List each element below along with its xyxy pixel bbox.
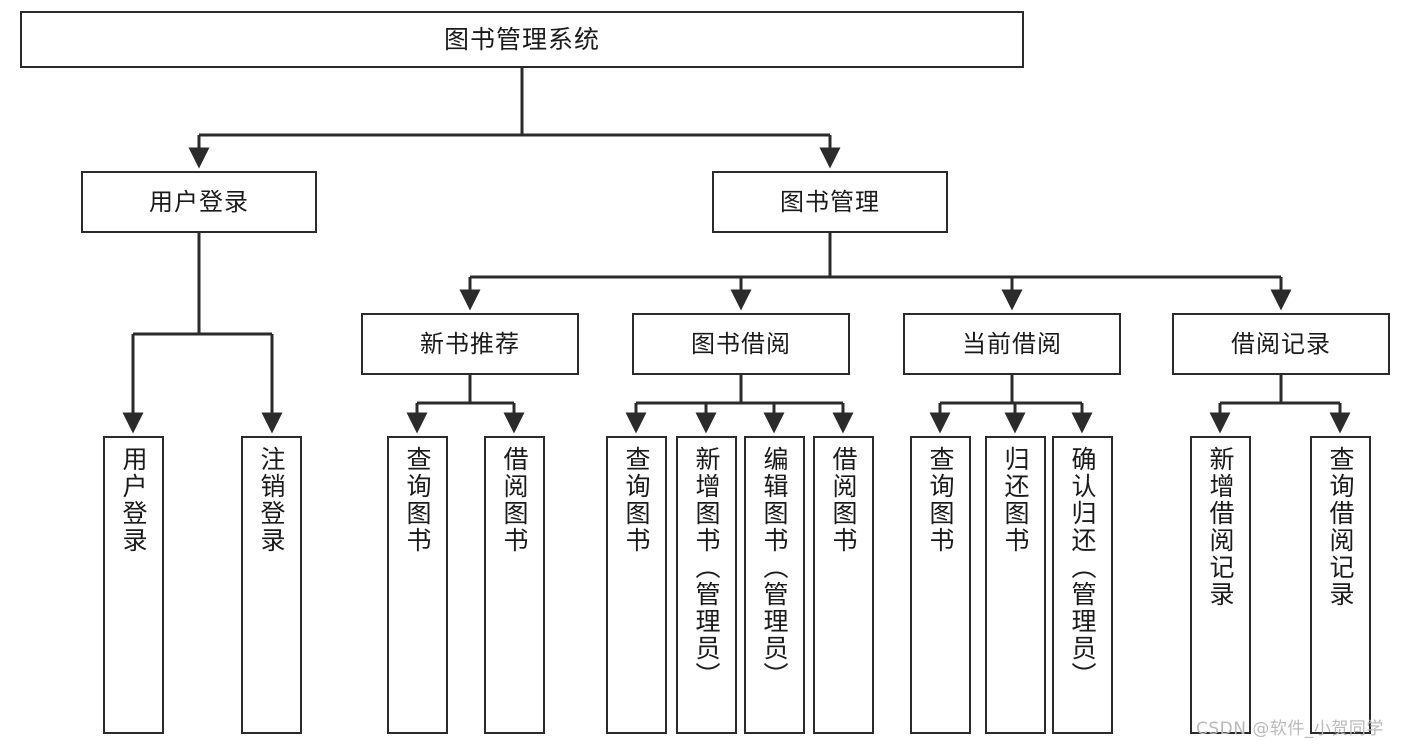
node-label: 借阅记录 (1231, 329, 1331, 358)
node-new-book-recommend[interactable]: 新书推荐 (361, 313, 579, 375)
node-book-borrow[interactable]: 图书借阅 (632, 313, 850, 375)
node-label: 查询图书 (926, 446, 955, 554)
leaf-query-book-recommend[interactable]: 查询图书 (387, 436, 448, 734)
node-user-login[interactable]: 用户登录 (81, 171, 317, 233)
node-label: 新增图书（管理员） (692, 446, 721, 689)
node-label: 图书借阅 (691, 329, 791, 358)
leaf-add-borrow-record[interactable]: 新增借阅记录 (1190, 436, 1251, 734)
node-label: 图书管理 (780, 187, 880, 216)
csdn-watermark: CSDN @软件_小贺同学 (1196, 719, 1384, 739)
node-borrow-record[interactable]: 借阅记录 (1172, 313, 1390, 375)
leaf-user-login[interactable]: 用户登录 (103, 436, 164, 734)
node-label: 用户登录 (149, 187, 249, 216)
leaf-edit-book-admin[interactable]: 编辑图书（管理员） (744, 436, 805, 734)
node-label: 编辑图书（管理员） (760, 446, 789, 689)
node-label: 新增借阅记录 (1206, 446, 1235, 608)
node-label: 查询图书 (622, 446, 651, 554)
node-label: 用户登录 (119, 446, 148, 554)
node-label: 查询图书 (403, 446, 432, 554)
node-label: 当前借阅 (962, 329, 1062, 358)
leaf-confirm-return-admin[interactable]: 确认归还（管理员） (1052, 436, 1113, 734)
node-label: 借阅图书 (829, 446, 858, 554)
node-label: 注销登录 (257, 446, 286, 554)
node-label: 归还图书 (1001, 446, 1030, 554)
leaf-add-book-admin[interactable]: 新增图书（管理员） (676, 436, 737, 734)
node-label: 查询借阅记录 (1326, 446, 1355, 608)
node-root-system[interactable]: 图书管理系统 (20, 11, 1024, 68)
node-label: 图书管理系统 (443, 24, 600, 54)
leaf-query-borrow-record[interactable]: 查询借阅记录 (1310, 436, 1371, 734)
leaf-query-book-borrow[interactable]: 查询图书 (606, 436, 667, 734)
leaf-logout[interactable]: 注销登录 (241, 436, 302, 734)
node-book-management[interactable]: 图书管理 (712, 171, 948, 233)
node-label: 确认归还（管理员） (1068, 446, 1097, 689)
leaf-borrow-book[interactable]: 借阅图书 (813, 436, 874, 734)
leaf-return-book[interactable]: 归还图书 (985, 436, 1046, 734)
leaf-query-book-current[interactable]: 查询图书 (910, 436, 971, 734)
node-label: 新书推荐 (420, 329, 520, 358)
leaf-borrow-book-recommend[interactable]: 借阅图书 (484, 436, 545, 734)
node-label: 借阅图书 (500, 446, 529, 554)
node-current-borrow[interactable]: 当前借阅 (903, 313, 1121, 375)
